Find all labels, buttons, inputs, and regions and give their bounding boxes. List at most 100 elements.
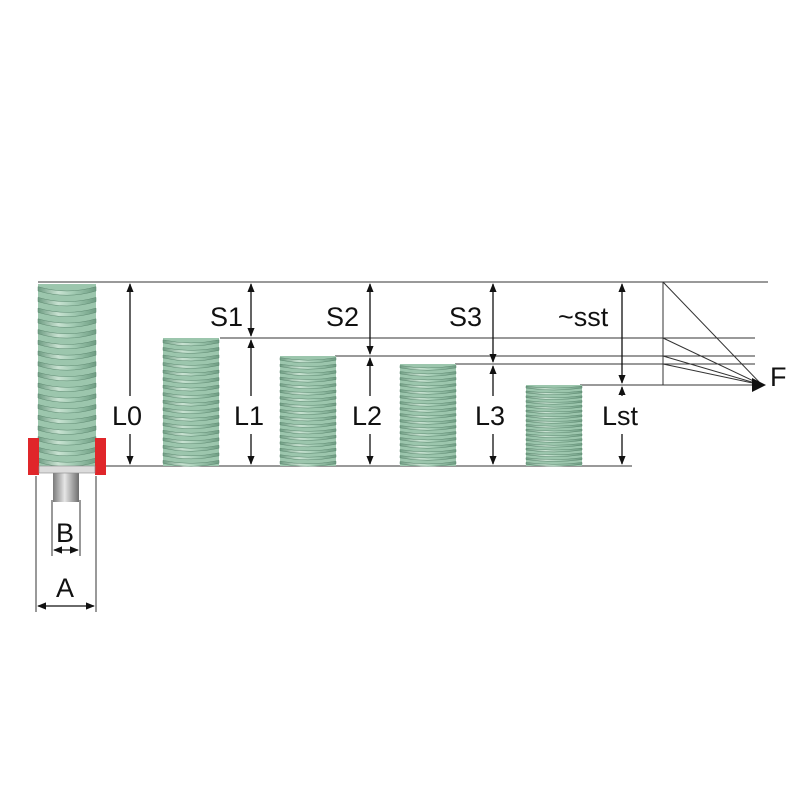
coil-turn bbox=[279, 383, 337, 389]
coil-turn bbox=[37, 404, 97, 414]
coil-turn bbox=[37, 382, 97, 392]
spring-l3 bbox=[399, 364, 457, 467]
force-l1-ray bbox=[662, 337, 763, 386]
coil-turn bbox=[279, 357, 337, 364]
coil-turn bbox=[162, 422, 220, 429]
coil-turn bbox=[525, 409, 583, 415]
coil-turn bbox=[399, 407, 457, 413]
coil-turn bbox=[279, 389, 337, 396]
spring-lst bbox=[525, 385, 583, 467]
coil-turn bbox=[525, 452, 583, 457]
coil-turn bbox=[399, 389, 457, 395]
housing-right-wall bbox=[95, 438, 106, 475]
coil-turn bbox=[525, 443, 583, 448]
coil-turn bbox=[162, 362, 220, 369]
coil-turn bbox=[37, 361, 97, 371]
coil-turn bbox=[162, 429, 220, 437]
b-label: B bbox=[56, 518, 74, 548]
coil-turn bbox=[525, 457, 583, 462]
coil-turn bbox=[525, 419, 583, 424]
coil-turn bbox=[162, 460, 220, 467]
coil-turn bbox=[279, 370, 337, 376]
force-l3-ray bbox=[662, 363, 763, 386]
force-arrow-head bbox=[752, 378, 766, 392]
coil-turn bbox=[399, 413, 457, 419]
coil-turn bbox=[279, 422, 337, 428]
coil-turn bbox=[162, 384, 220, 392]
coil-turn bbox=[279, 415, 337, 422]
housing-left-wall bbox=[28, 438, 39, 475]
s2-label: S2 bbox=[326, 302, 359, 332]
coil-turn bbox=[37, 350, 97, 360]
spring-l2 bbox=[279, 356, 337, 467]
coil-turn bbox=[399, 419, 457, 425]
coil-turn bbox=[279, 428, 337, 435]
coil-turn bbox=[525, 447, 583, 453]
guide-rod bbox=[53, 468, 79, 502]
coil-turn bbox=[399, 437, 457, 443]
s3-label: S3 bbox=[449, 302, 482, 332]
coil-turn bbox=[399, 455, 457, 461]
coil-turn bbox=[399, 383, 457, 389]
coil-turn bbox=[525, 438, 583, 443]
coil-turn bbox=[525, 395, 583, 400]
coil-turn bbox=[399, 443, 457, 449]
coil-turn bbox=[525, 462, 583, 467]
l0-label: L0 bbox=[112, 401, 142, 431]
coil-turn bbox=[37, 425, 97, 435]
coil-turn bbox=[162, 339, 220, 347]
coil-turn bbox=[37, 393, 97, 403]
coil-turn bbox=[37, 307, 97, 317]
coil-turn bbox=[525, 400, 583, 405]
coil-turn bbox=[525, 390, 583, 396]
coil-turn bbox=[279, 454, 337, 461]
s1-label: S1 bbox=[210, 302, 243, 332]
coil-turn bbox=[162, 407, 220, 414]
l2-label: L2 bbox=[352, 401, 382, 431]
force-label: F bbox=[770, 362, 787, 392]
coil-turn bbox=[162, 392, 220, 399]
coil-turn bbox=[399, 449, 457, 455]
coil-turn bbox=[399, 431, 457, 437]
spring-l1 bbox=[162, 338, 220, 467]
coil-turn bbox=[525, 414, 583, 419]
coil-turn bbox=[37, 286, 97, 296]
coil-turn bbox=[162, 354, 220, 362]
a-label: A bbox=[56, 573, 74, 603]
coil-turn bbox=[279, 447, 337, 454]
force-l2-ray bbox=[662, 355, 763, 386]
coil-turn bbox=[399, 425, 457, 431]
coil-turn bbox=[162, 452, 220, 460]
coil-turn bbox=[37, 318, 97, 328]
coil-turn bbox=[279, 434, 337, 441]
spring-l1-coils bbox=[162, 339, 220, 467]
coil-turn bbox=[525, 424, 583, 429]
coil-turn bbox=[162, 414, 220, 422]
sst-label: ~sst bbox=[558, 302, 609, 332]
length-dimensions: L0 L1 L2 L3 Lst bbox=[110, 283, 646, 465]
coil-turn bbox=[525, 385, 583, 391]
free-spring-coils bbox=[37, 286, 97, 467]
coil-turn bbox=[279, 363, 337, 370]
force-diagram: F bbox=[662, 281, 787, 392]
width-dimensions: A B bbox=[35, 476, 97, 612]
coil-turn bbox=[279, 402, 337, 409]
coil-turn bbox=[162, 444, 220, 452]
l3-label: L3 bbox=[475, 401, 505, 431]
free-spring-assembly bbox=[28, 284, 106, 502]
coil-turn bbox=[525, 404, 583, 410]
coil-turn bbox=[279, 460, 337, 467]
coil-turn bbox=[279, 409, 337, 415]
coil-turn bbox=[399, 461, 457, 467]
housing-bottom bbox=[38, 465, 96, 474]
coil-turn bbox=[525, 428, 583, 434]
coil-turn bbox=[162, 377, 220, 384]
spring-l3-coils bbox=[399, 365, 457, 467]
coil-turn bbox=[37, 414, 97, 424]
coil-turn bbox=[37, 371, 97, 382]
spring-lst-coils bbox=[525, 385, 583, 467]
coil-turn bbox=[37, 339, 97, 350]
coil-turn bbox=[399, 365, 457, 371]
coil-turn bbox=[279, 441, 337, 448]
